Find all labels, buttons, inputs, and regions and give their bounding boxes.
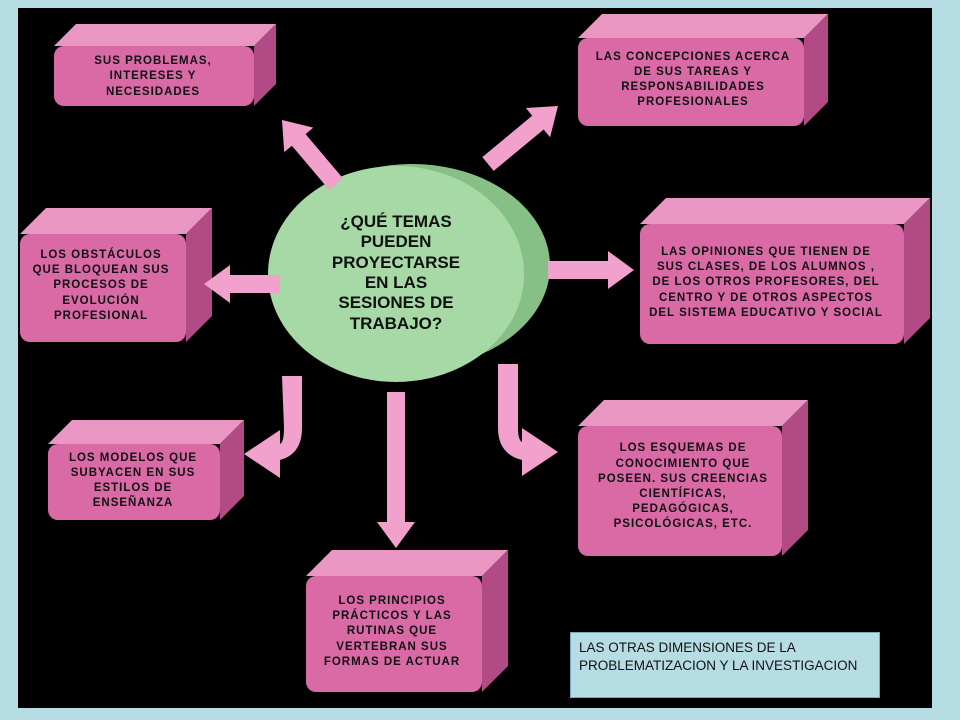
caption-text: LAS OTRAS DIMENSIONES DE LA PROBLEMATIZA… [579,640,858,673]
box-principios-shape [306,550,508,692]
box-esquemas-text: LOS ESQUEMAS DE CONOCIMIENTO QUE POSEEN.… [598,442,768,531]
box-modelos-text: LOS MODELOS QUE SUBYACEN EN SUS ESTILOS … [68,451,198,510]
box-opiniones-shape [640,198,930,344]
arrow-to-concepciones [482,106,558,171]
arrow-to-modelos [244,376,302,478]
center-disk-face [268,166,524,382]
box-problemas-shape [54,24,276,106]
caption-box: LAS OTRAS DIMENSIONES DE LA PROBLEMATIZA… [570,632,880,698]
arrow-to-opiniones [548,251,634,289]
box-principios-text: LOS PRINCIPIOS PRÁCTICOS Y LAS RUTINAS Q… [323,595,461,668]
arrow-to-problemas [282,120,343,190]
box-obstaculos-shape [20,208,212,342]
arrow-to-principios [377,392,415,548]
box-obstaculos-text: LOS OBSTÁCULOS QUE BLOQUEAN SUS PROCESOS… [32,249,170,322]
box-modelos-shape [48,420,244,520]
box-esquemas-shape [578,400,808,556]
box-opiniones-text: LAS OPINIONES QUE TIENEN DE SUS CLASES, … [649,246,883,319]
arrow-to-esquemas [498,364,558,476]
arrow-to-obstaculos [204,265,280,303]
box-concepciones-shape [578,14,828,126]
center-question: ¿QUÉ TEMAS PUEDEN PROYECTARSE EN LAS SES… [331,211,461,333]
diagram-canvas: ¿QUÉ TEMAS PUEDEN PROYECTARSE EN LAS SES… [18,8,932,708]
diagram-graphics [20,14,930,692]
box-problemas-text: SUS PROBLEMAS, INTERESES Y NECESIDADES [94,55,212,98]
box-concepciones-text: LAS CONCEPCIONES ACERCA DE SUS TAREAS Y … [595,50,791,109]
